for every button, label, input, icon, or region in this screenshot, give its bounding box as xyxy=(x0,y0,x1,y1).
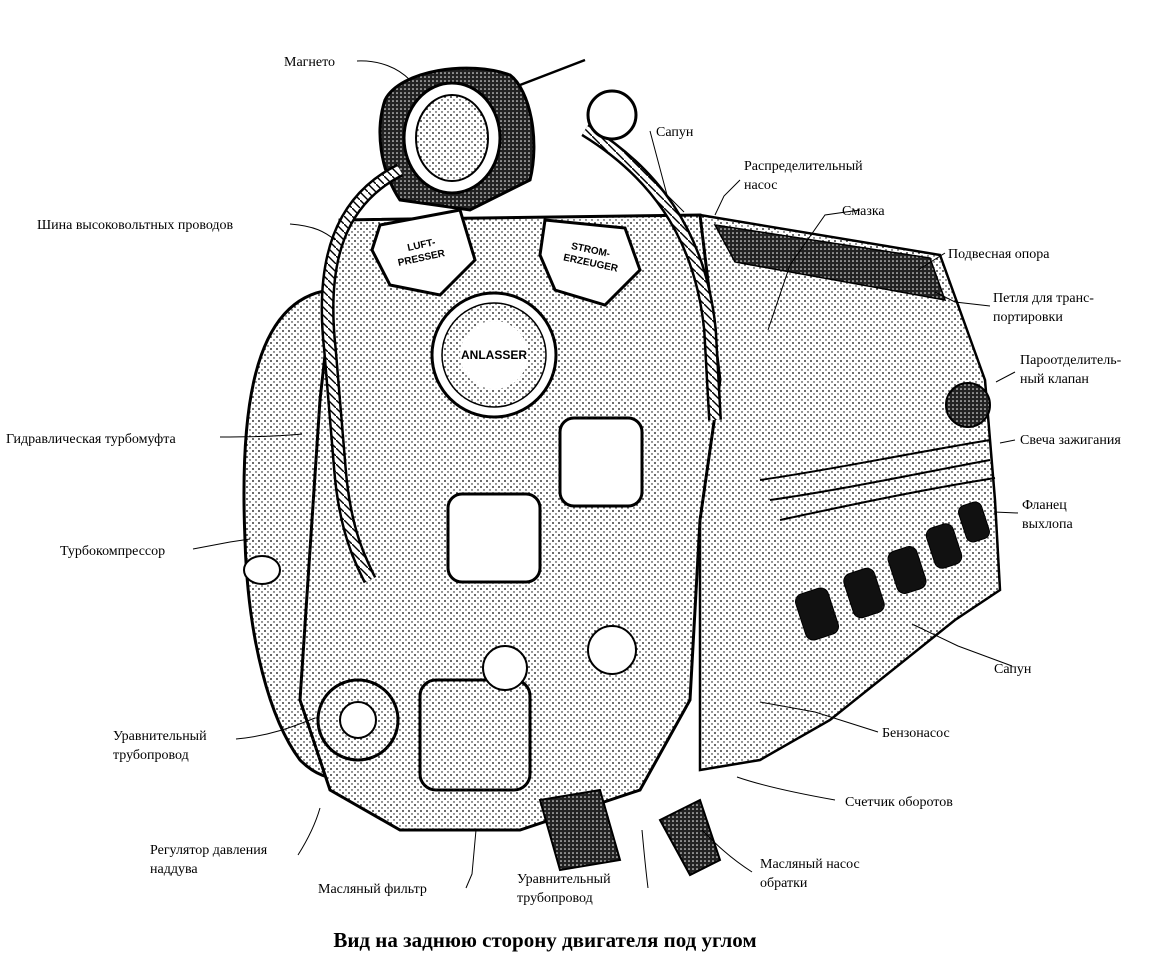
label-exhaust-flange-1: Фланец xyxy=(1022,498,1067,513)
label-breather-top: Сапун xyxy=(656,125,694,140)
label-boost-regulator-2: наддува xyxy=(150,862,198,877)
label-balance-pipe-left-2: трубопровод xyxy=(113,748,189,763)
label-balance-pipe-left-1: Уравнительный xyxy=(113,729,207,744)
breather-cap xyxy=(586,89,638,141)
luft-presser-plate: LUFT- PRESSER xyxy=(370,208,477,297)
label-vent-valve-2: ный клапан xyxy=(1020,372,1089,387)
label-tachometer: Счетчик оборотов xyxy=(845,795,953,810)
label-oil-return-pump-1: Масляный насос xyxy=(760,857,860,872)
block-ridge xyxy=(713,224,947,301)
label-balance-pipe-bottom-1: Уравнительный xyxy=(517,872,611,887)
label-exhaust-flange-2: выхлопа xyxy=(1022,517,1073,532)
leader-lines xyxy=(192,60,1019,889)
diagram-caption: Вид на заднюю сторону двигателя под угло… xyxy=(333,928,756,952)
label-hydraulic-coupling: Гидравлическая турбомуфта xyxy=(6,432,177,447)
inspection-window-lower xyxy=(446,492,542,584)
turbo-cap xyxy=(243,555,281,585)
label-magneto: Магнето xyxy=(284,55,335,70)
label-oil-return-pump-2: обратки xyxy=(760,876,808,891)
hv-harness-right-inner xyxy=(582,126,720,421)
lower-accessories xyxy=(316,625,722,877)
strom-erzeuger-plate: STROM- ERZEUGER xyxy=(538,218,642,307)
anlasser-disc: ANLASSER xyxy=(430,291,558,419)
label-distribution-pump-2: насос xyxy=(744,178,777,193)
label-balance-pipe-bottom-2: трубопровод xyxy=(517,891,593,906)
vent-valve xyxy=(945,382,991,428)
label-boost-regulator-1: Регулятор давления xyxy=(150,843,268,858)
label-turbocompressor: Турбокомпрессор xyxy=(60,544,165,559)
label-spark-plug: Свеча зажигания xyxy=(1020,433,1121,448)
label-fuel-pump: Бензонасос xyxy=(882,726,950,741)
label-transport-loop-2: портировки xyxy=(993,310,1063,325)
label-breather-bottom: Сапун xyxy=(994,662,1032,677)
anlasser-text: ANLASSER xyxy=(461,348,527,362)
label-oil-filter: Масляный фильтр xyxy=(318,882,427,897)
magneto-assembly xyxy=(378,58,586,212)
label-transport-loop-1: Петля для транс- xyxy=(993,291,1094,306)
label-distribution-pump-1: Распределительный xyxy=(744,159,863,174)
label-suspension-mount: Подвесная опора xyxy=(948,247,1050,262)
callout-labels: Магнето Сапун Распределительный насос См… xyxy=(6,55,1122,906)
label-hv-harness: Шина высоковольтных проводов xyxy=(37,218,234,233)
label-lubrication: Смазка xyxy=(842,204,885,219)
spark-plug-leads xyxy=(759,439,996,521)
exhaust-flanges xyxy=(794,501,990,641)
inspection-window-upper xyxy=(558,416,644,508)
crankcase-block xyxy=(698,213,1002,772)
hv-harness-left-inner xyxy=(323,165,403,583)
engine-illustration: LUFT- PRESSER STROM- ERZEUGER ANLASSER xyxy=(242,58,1002,877)
label-vent-valve-1: Пароотделитель- xyxy=(1020,353,1122,368)
